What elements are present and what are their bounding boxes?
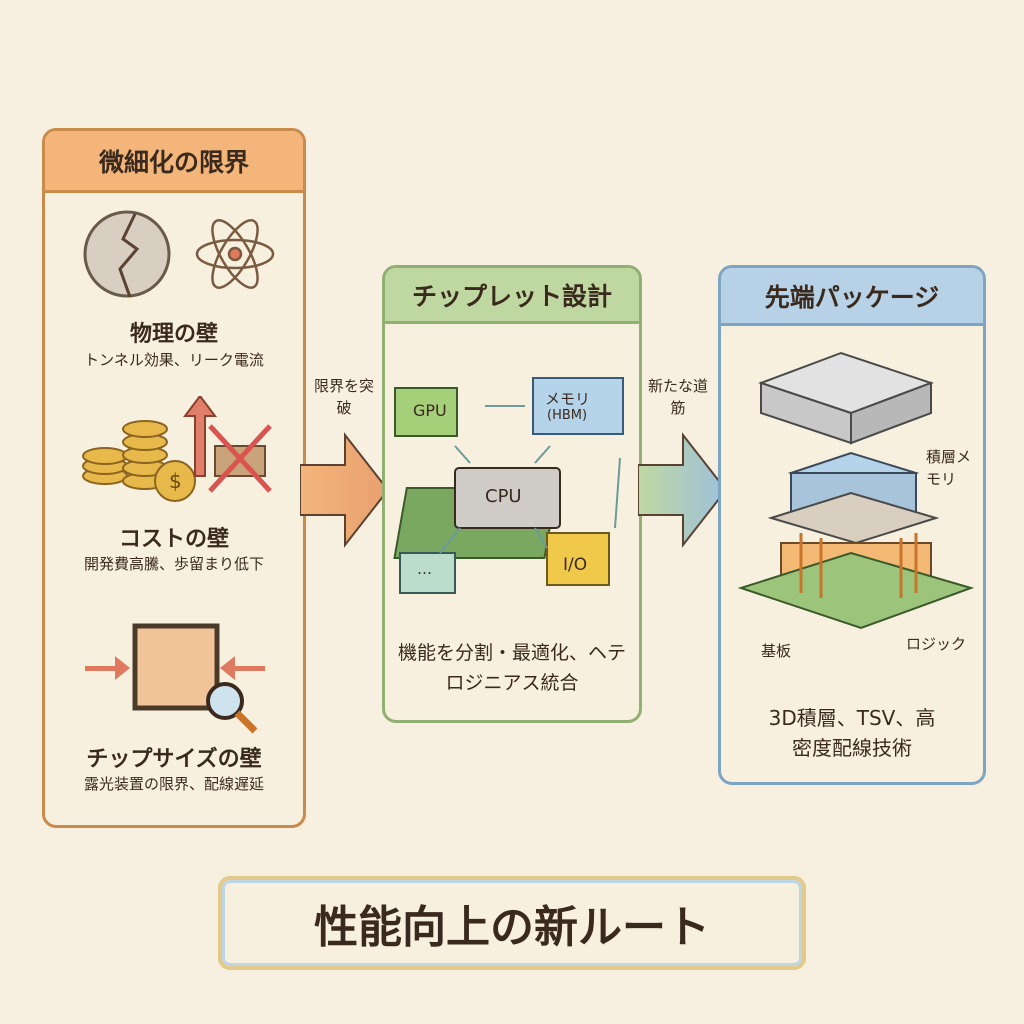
cpu-chip: CPU [485,486,522,507]
cost-wall-title: コストの壁 [118,527,229,552]
stacked-memory-label: 積層メモリ [926,448,972,488]
atom-icon [195,219,275,289]
chiplet-diagram [393,377,624,594]
arrow1-label: 限界を突破 [314,377,375,417]
chiplet-caption: 機能を分割・最適化、ヘテロジニアス統合 [397,642,626,694]
svg-text:$: $ [169,469,182,493]
panel-title: 微細化の限界 [45,131,303,193]
physical-wall-title: 物理の壁 [129,322,218,347]
other-chip: … [417,560,432,578]
memory-chip: メモリ [545,390,591,408]
substrate-label: 基板 [761,642,792,660]
summary-title: 性能向上の新ルート [218,876,806,970]
3d-package-illustration [737,351,975,630]
panel-title: チップレット設計 [385,268,639,324]
arrow-right-icon [638,432,728,548]
advanced-package-panel: 先端パッケージ 積層メモリ 基板 ロジック 3D積層、TSV、高密度配線技術 [718,265,986,785]
chip-size-icon [85,623,265,734]
chip-size-wall-desc: 露光装置の限界、配線遅延 [83,775,264,793]
panel-title: 先端パッケージ [721,268,983,326]
cracked-wafer-icon [83,210,275,298]
cost-wall-desc: 開発費高騰、歩留まり低下 [83,555,264,573]
physical-wall-desc: トンネル効果、リーク電流 [84,351,264,369]
scaling-limits-panel: 微細化の限界 物理の壁 トンネル効果、リーク電流 $ コストの壁 開発費高騰、歩… [42,128,306,828]
coins-icon: $ [82,396,272,502]
chiplet-design-panel: チップレット設計 GPU メモリ (HBM) CPU I/O … 機能を分割・最… [382,265,642,723]
chip-size-wall-title: チップサイズの壁 [86,747,262,772]
magnifier-icon [206,682,244,720]
arrow-right-icon [300,432,390,548]
io-chip: I/O [563,555,588,575]
gpu-chip: GPU [413,401,447,420]
logic-label: ロジック [906,635,967,653]
arrow2-label: 新たな道筋 [648,377,709,417]
hbm-label: (HBM) [547,408,588,423]
package-caption: 3D積層、TSV、高密度配線技術 [768,706,936,760]
